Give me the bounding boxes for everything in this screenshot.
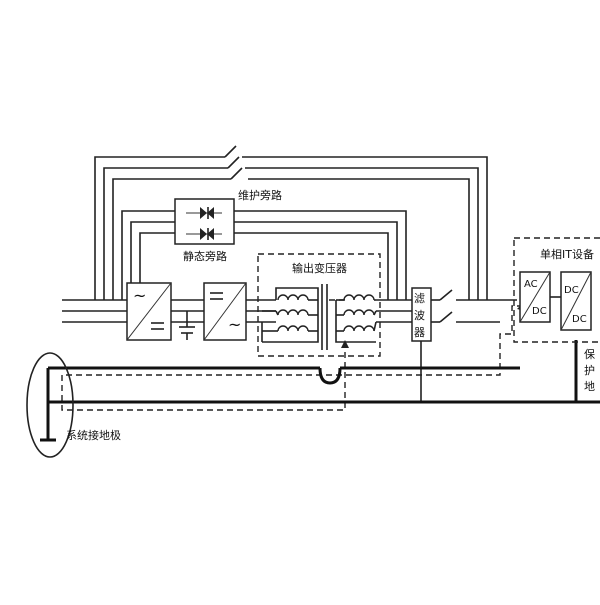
protect-label-1: 保	[584, 347, 595, 361]
it-device-label: 单相IT设备	[540, 247, 594, 261]
ac-dc-converter: AC DC	[519, 271, 551, 323]
dc-label-top: DC	[564, 285, 579, 296]
protect-label-3: 地	[584, 380, 595, 393]
filter-label-1: 滤	[414, 292, 425, 305]
static-bypass-label: 静态旁路	[183, 249, 227, 263]
arrow-up-icon	[341, 340, 349, 348]
dc-capacitor	[179, 311, 195, 340]
static-bypass-switch	[174, 198, 235, 245]
thyristor-icon	[186, 207, 222, 219]
ground-conductors	[40, 340, 600, 442]
dc-label-bottom: DC	[572, 314, 587, 325]
static-bypass-lines	[121, 210, 407, 300]
ac-wave-icon: ~	[133, 286, 146, 305]
it-device-frame	[513, 237, 600, 343]
dc-label: DC	[532, 306, 547, 317]
protect-label-2: 护	[584, 363, 595, 377]
thyristor-icon	[186, 228, 222, 240]
maintenance-bypass-lines	[94, 145, 488, 300]
filter: 滤 波 器	[411, 287, 432, 402]
output-transformer-label: 输出变压器	[292, 261, 347, 275]
output-transformer-frame	[257, 253, 381, 357]
ac-label: AC	[524, 279, 538, 290]
grounding-electrode-ellipse	[26, 352, 74, 458]
inverter: ~	[203, 282, 247, 341]
ac-wave-icon: ~	[228, 315, 241, 334]
dc-dc-converter: DC DC	[550, 271, 592, 331]
system-ground-label: 系统接地极	[66, 428, 121, 442]
maintenance-bypass-label: 维护旁路	[238, 188, 282, 202]
output-transformer	[261, 284, 377, 350]
filter-label-2: 波	[414, 309, 425, 322]
filter-label-3: 器	[414, 326, 425, 339]
rectifier: ~	[126, 282, 172, 341]
